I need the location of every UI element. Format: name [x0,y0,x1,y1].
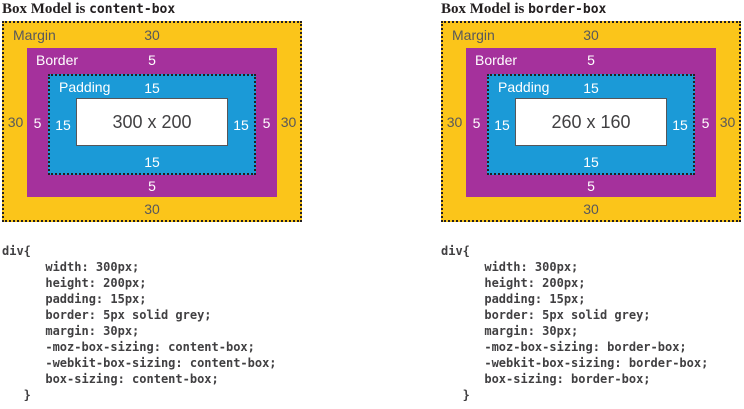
border-value-left: 5 [33,114,42,131]
padding-value-right: 15 [233,116,249,133]
border-box-panel: Box Model is border-box Margin 30 30 30 … [441,0,743,409]
panel-title: Box Model is border-box [441,0,606,19]
padding-value-top: 15 [583,80,599,96]
padding-value-bottom: 15 [583,154,599,170]
padding-value-top: 15 [144,80,160,96]
margin-label: Margin [452,27,495,43]
padding-value-left: 15 [494,116,510,133]
border-value-right: 5 [701,114,710,131]
content-box-panel: Box Model is content-box Margin 30 30 30… [2,0,304,409]
border-box: Border 5 5 5 5 Padding 15 15 15 15 260 x… [466,48,716,197]
css-code-block: div{ width: 300px; height: 200px; paddin… [441,244,709,402]
margin-value-left: 30 [446,113,463,130]
padding-label: Padding [59,79,111,95]
margin-value-bottom: 30 [583,201,599,217]
content-box: 300 x 200 [76,98,228,146]
margin-box: Margin 30 30 30 30 Border 5 5 5 5 Paddin… [441,21,741,222]
content-size-label: 260 x 160 [551,111,631,132]
css-code-block: div{ width: 300px; height: 200px; paddin… [2,244,277,402]
padding-value-bottom: 15 [144,154,160,170]
title-prefix: Box Model is [441,1,529,17]
title-box-sizing-keyword: content-box [89,2,176,17]
padding-label: Padding [498,79,550,95]
border-label: Border [36,52,79,68]
border-value-top: 5 [148,52,156,68]
border-value-right: 5 [262,114,271,131]
margin-value-right: 30 [280,113,297,130]
title-box-sizing-keyword: border-box [528,2,607,17]
border-value-bottom: 5 [148,178,156,194]
margin-box: Margin 30 30 30 30 Border 5 5 5 5 Paddin… [2,21,302,222]
content-box: 260 x 160 [515,98,667,146]
panel-title: Box Model is content-box [2,0,175,19]
margin-value-left: 30 [7,113,24,130]
padding-box: Padding 15 15 15 15 300 x 200 [48,74,256,175]
title-prefix: Box Model is [2,1,90,17]
border-label: Border [475,52,518,68]
margin-value-top: 30 [144,27,160,43]
border-value-left: 5 [472,114,481,131]
border-value-bottom: 5 [587,178,595,194]
border-box: Border 5 5 5 5 Padding 15 15 15 15 300 x… [27,48,277,197]
margin-value-right: 30 [719,113,736,130]
padding-value-left: 15 [55,116,71,133]
padding-box: Padding 15 15 15 15 260 x 160 [487,74,695,175]
margin-value-top: 30 [583,27,599,43]
padding-value-right: 15 [672,116,688,133]
border-value-top: 5 [587,52,595,68]
margin-value-bottom: 30 [144,201,160,217]
margin-label: Margin [13,27,56,43]
content-size-label: 300 x 200 [112,111,192,132]
